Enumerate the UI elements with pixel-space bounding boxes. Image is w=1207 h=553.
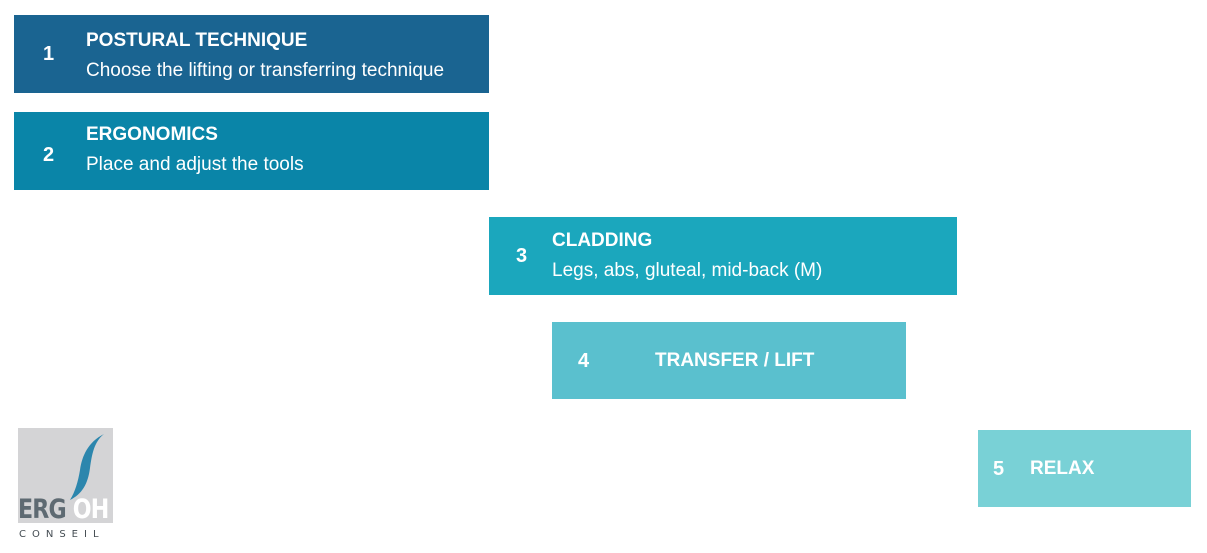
step-title: TRANSFER / LIFT	[655, 350, 815, 371]
step-number: 1	[43, 43, 55, 65]
logo-word-oh: OH	[72, 494, 110, 525]
step-title: POSTURAL TECHNIQUE	[86, 30, 308, 51]
step-5-relax: 5 RELAX	[978, 430, 1191, 507]
logo-background	[18, 428, 113, 523]
step-number: 3	[516, 245, 528, 267]
step-number: 5	[993, 458, 1005, 480]
step-2-ergonomics: 2 ERGONOMICS Place and adjust the tools	[14, 112, 489, 190]
logo-subtitle: CONSEIL	[19, 529, 105, 540]
step-4-transfer-lift: 4 TRANSFER / LIFT	[552, 322, 906, 399]
ergoh-conseil-logo: ERG OH CONSEIL	[18, 428, 113, 541]
step-title: CLADDING	[552, 230, 653, 251]
logo-word-erg: ERG	[18, 494, 67, 525]
step-number: 4	[578, 350, 590, 372]
step-number: 2	[43, 144, 55, 166]
step-description: Legs, abs, gluteal, mid-back (M)	[552, 260, 823, 281]
step-description: Place and adjust the tools	[86, 154, 304, 175]
step-title: ERGONOMICS	[86, 124, 218, 145]
logo-swoosh-icon	[70, 434, 104, 500]
step-description: Choose the lifting or transferring techn…	[86, 60, 445, 81]
step-1-postural-technique: 1 POSTURAL TECHNIQUE Choose the lifting …	[14, 15, 489, 93]
logo-wordmark: ERG OH	[18, 494, 109, 525]
step-title: RELAX	[1030, 458, 1095, 479]
step-3-cladding: 3 CLADDING Legs, abs, gluteal, mid-back …	[489, 217, 957, 295]
